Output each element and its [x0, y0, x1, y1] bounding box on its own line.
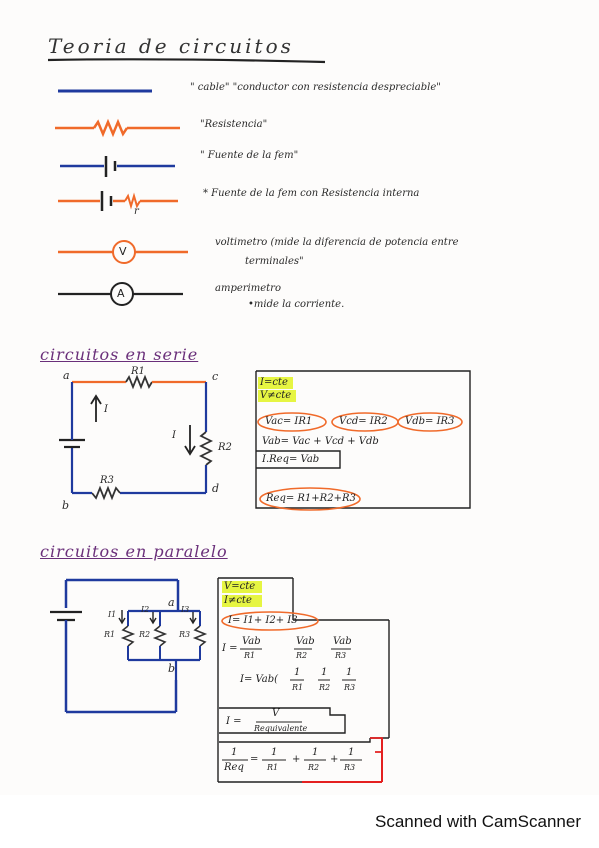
parallel-line-1: V=cte: [224, 581, 256, 592]
parallel-line-6-num: V: [272, 708, 280, 719]
parallel-line-7-one-2: 1: [312, 747, 319, 758]
parallel-r3-label: R3: [179, 630, 191, 639]
legend-fem-r-label: r: [134, 206, 139, 217]
parallel-line-5-den2: R2: [319, 683, 331, 692]
parallel-line-7-den1: R1: [267, 763, 279, 772]
series-r2-label: R2: [218, 442, 232, 453]
parallel-line-5-one-3: 1: [346, 667, 353, 678]
series-circuit: [59, 374, 214, 501]
series-current-right: I: [172, 430, 176, 441]
parallel-line-4-den1: R1: [244, 651, 256, 660]
series-line-3a: Vac= IR1: [265, 416, 313, 427]
legend-ammeter-text: amperimetro: [215, 283, 281, 294]
paper-sheet: [0, 0, 599, 795]
series-line-5: I.Req= Vab: [262, 454, 320, 465]
series-line-3c: Vdb= IR3: [405, 416, 455, 427]
parallel-line-7-den2: R2: [308, 763, 320, 772]
series-r3-label: R3: [100, 475, 114, 486]
parallel-line-4-den3: R3: [335, 651, 347, 660]
series-node-c: c: [212, 370, 219, 383]
legend-cable-text: " cable" "conductor con resistencia desp…: [190, 82, 441, 93]
parallel-line-7-plus1: +: [292, 754, 301, 765]
parallel-line-3: I= I1+ I2+ I3: [228, 615, 298, 626]
fem-r-symbol: [58, 191, 178, 211]
series-line-6: Req= R1+R2+R3: [266, 493, 356, 504]
legend-voltmeter-text: voltimetro (mide la diferencia de potenc…: [215, 237, 459, 248]
series-node-d: d: [212, 482, 220, 495]
parallel-line-6-prefix: I =: [226, 716, 242, 727]
legend-fem-r-text: * Fuente de la fem con Resistencia inter…: [203, 188, 420, 199]
voltmeter-symbol: [58, 240, 188, 264]
parallel-r1-label: R1: [104, 630, 116, 639]
parallel-line-7-eq: =: [250, 754, 259, 765]
parallel-line-7-one-3: 1: [348, 747, 355, 758]
legend-resistance-text: "Resistencia": [200, 119, 268, 130]
parallel-i3-label: I3: [181, 605, 190, 614]
legend-voltmeter-text-2: terminales": [245, 256, 304, 267]
series-line-1: I=cte: [260, 377, 288, 388]
parallel-line-7-plus2: +: [330, 754, 339, 765]
scanner-watermark: Scanned with CamScanner: [374, 812, 581, 831]
parallel-line-4-den2: R2: [296, 651, 308, 660]
series-header: circuitos en serie: [40, 345, 199, 364]
parallel-line-7-one-lhs: 1: [231, 747, 238, 758]
parallel-line-5-one-1: 1: [294, 667, 301, 678]
parallel-line-4-prefix: I =: [222, 643, 238, 654]
parallel-circuit: [50, 578, 208, 714]
parallel-line-7-lhs: Req: [224, 762, 244, 773]
parallel-header: circuitos en paralelo: [40, 542, 228, 561]
parallel-line-6-den: Requivalente: [254, 724, 308, 733]
page-title: Teoria de circuitos: [48, 34, 294, 58]
parallel-line-2: I≠cte: [224, 595, 252, 606]
ammeter-letter: A: [117, 287, 125, 300]
ammeter-symbol: [58, 282, 183, 306]
parallel-line-5-den1: R1: [292, 683, 304, 692]
parallel-node-b: b: [168, 662, 176, 675]
legend-fem-text: " Fuente de la fem": [200, 150, 299, 161]
series-line-2: V≠cte: [260, 390, 292, 401]
fem-symbol: [60, 156, 175, 177]
parallel-line-5-den3: R3: [344, 683, 356, 692]
parallel-line-5-one-2: 1: [321, 667, 328, 678]
resistor-symbol: [55, 118, 180, 138]
legend-ammeter-text-2: •mide la corriente.: [248, 299, 345, 310]
parallel-formula-box: [217, 577, 390, 783]
parallel-r2-label: R2: [139, 630, 151, 639]
voltmeter-letter: V: [119, 245, 127, 258]
series-node-b: b: [62, 499, 70, 512]
parallel-node-a: a: [168, 596, 175, 609]
parallel-line-4-num2: Vab: [296, 636, 315, 647]
series-node-a: a: [63, 369, 70, 382]
parallel-line-4-num3: Vab: [333, 636, 352, 647]
parallel-i1-label: I1: [108, 610, 117, 619]
parallel-i2-label: I2: [141, 605, 150, 614]
series-line-3b: Vcd= IR2: [339, 416, 388, 427]
parallel-line-5-prefix: I= Vab(: [240, 674, 279, 685]
parallel-line-7-one-1: 1: [271, 747, 278, 758]
series-current-left: I: [104, 404, 108, 415]
parallel-line-4-num1: Vab: [242, 636, 261, 647]
series-r1-label: R1: [131, 366, 145, 377]
series-line-4: Vab= Vac + Vcd + Vdb: [262, 436, 379, 447]
parallel-line-7-den3: R3: [344, 763, 356, 772]
series-formula-box: [255, 370, 471, 511]
